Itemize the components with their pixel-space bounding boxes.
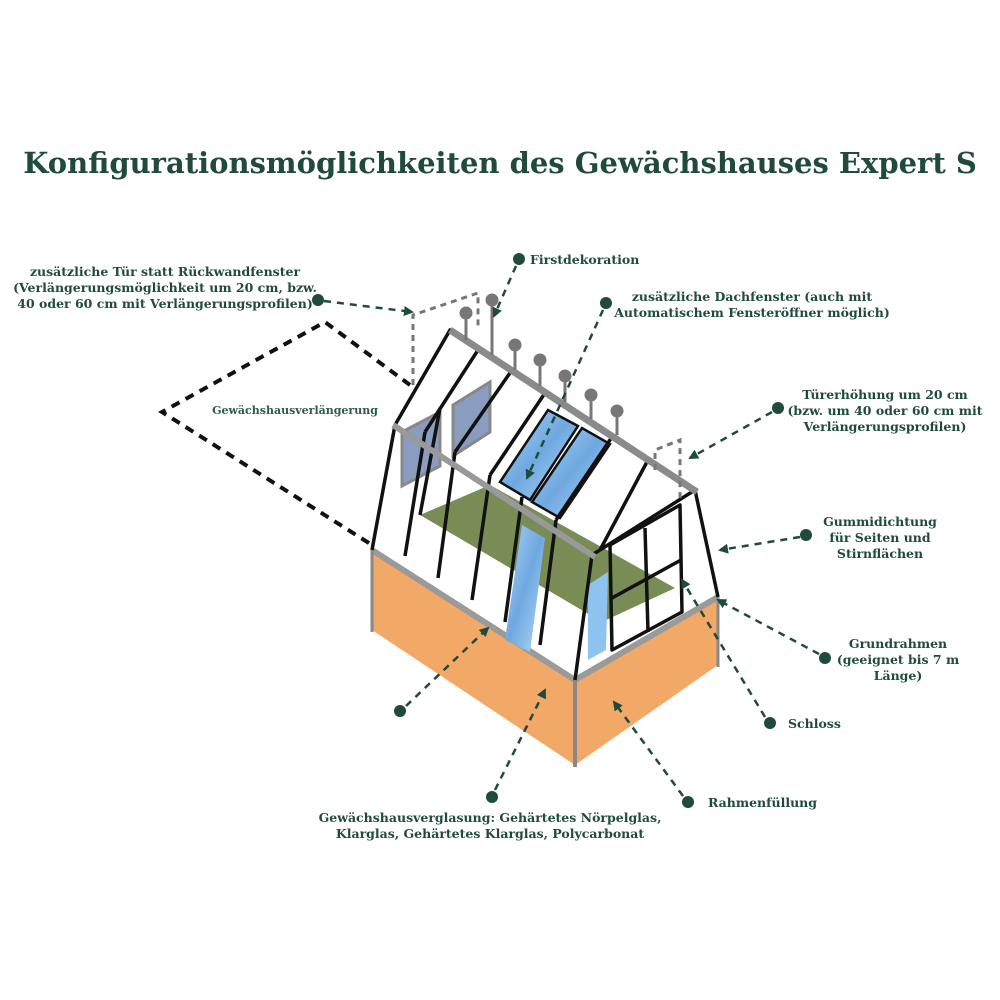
svg-text:Gewächshausverglasung: Gehärte: Gewächshausverglasung: Gehärtetes Nörpel… <box>319 810 662 841</box>
callout-door-back: zusätzliche Tür statt Rückwandfenster(Ve… <box>13 264 414 316</box>
back-window <box>451 379 492 459</box>
svg-text:Rahmenfüllung: Rahmenfüllung <box>708 795 817 810</box>
callout-unlabeled <box>394 626 490 717</box>
door-glass <box>588 572 608 660</box>
callout-lock: Schloss <box>680 578 841 731</box>
page-title: Konfigurationsmöglichkeiten des Gewächsh… <box>23 146 977 180</box>
extension-label: Gewächshausverlängerung <box>212 404 378 417</box>
base-right-face <box>575 597 718 765</box>
back-door-outline <box>411 290 480 385</box>
svg-text:zusätzliche Dachfenster (auch: zusätzliche Dachfenster (auch mitAutomat… <box>613 289 890 320</box>
callout-glazing: Gewächshausverglasung: Gehärtetes Nörpel… <box>319 688 662 841</box>
front-door-outline <box>653 437 682 500</box>
extension-outline <box>158 319 412 547</box>
svg-text:Türerhöhung um 20 cm(bzw. um 4: Türerhöhung um 20 cm(bzw. um 40 oder 60 … <box>787 387 982 434</box>
callout-door-raise: Türerhöhung um 20 cm(bzw. um 40 oder 60 … <box>688 387 983 460</box>
callout-ridge-decoration: Firstdekoration <box>492 252 639 318</box>
ridge-decoration <box>459 293 624 435</box>
roof-window <box>530 426 612 520</box>
greenhouse-frame <box>370 328 720 681</box>
callout-frame-filling: Rahmenfüllung <box>612 700 817 810</box>
svg-text:zusätzliche Tür statt Rückwand: zusätzliche Tür statt Rückwandfenster(Ve… <box>13 264 317 311</box>
base-left-face <box>372 550 575 765</box>
svg-text:Schloss: Schloss <box>788 716 841 731</box>
roof-window <box>498 408 580 502</box>
svg-text:Firstdekoration: Firstdekoration <box>530 252 639 267</box>
eave-profile <box>391 422 597 560</box>
glass-panel <box>505 525 545 652</box>
